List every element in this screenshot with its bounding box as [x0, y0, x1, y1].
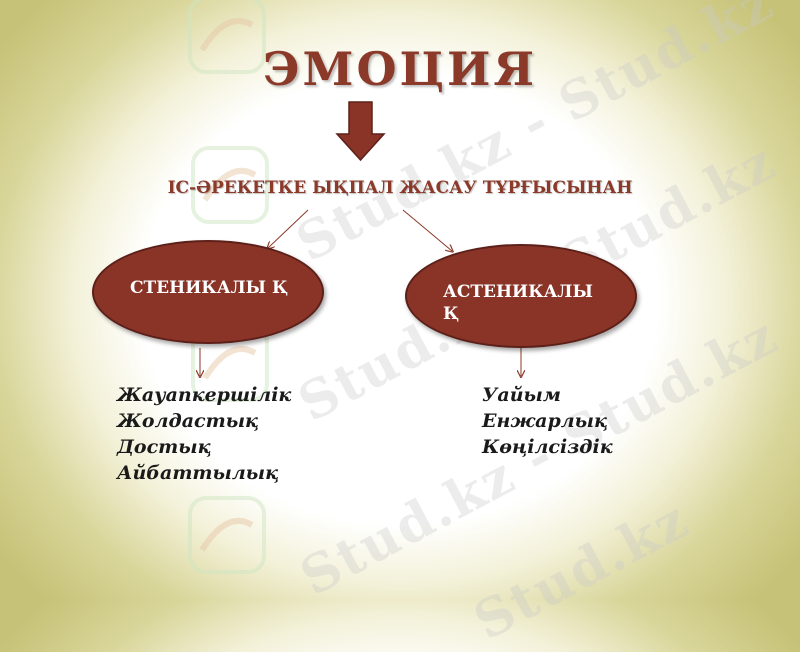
list-item: Енжарлық [482, 410, 608, 432]
asthenic-label: АСТЕНИКАЛЫ Қ [443, 282, 593, 324]
page-title: ЭМОЦИЯ [262, 42, 538, 96]
list-item: Айбаттылық [117, 462, 279, 484]
list-item: Жолдастық [117, 410, 259, 432]
arrow-to-left-oval [268, 209, 309, 248]
arrow-to-right-oval [402, 209, 452, 251]
connector-lines [0, 101, 800, 600]
list-item: Жауапкершілік [117, 384, 292, 406]
asthenic-emotions-list: Уайым Енжарлық Көңілсіздік [482, 382, 613, 460]
sthenic-emotions-list: Жауапкершілік Жолдастық Достық Айбаттылы… [117, 382, 291, 486]
list-item: Көңілсіздік [482, 436, 613, 458]
big-down-arrow-icon [335, 101, 386, 162]
watermark-logo-icon [188, 0, 266, 74]
asthenic-oval [405, 244, 637, 348]
watermark-logo-icon [191, 146, 269, 224]
list-item: Достық [117, 436, 211, 458]
sthenic-oval [92, 240, 324, 344]
list-item: Уайым [482, 384, 561, 406]
sthenic-label: СТЕНИКАЛЫ Қ [130, 278, 289, 298]
watermark-logo-icon [188, 496, 266, 574]
subtitle: ІС-ӘРЕКЕТКЕ ЫҚПАЛ ЖАСАУ ТҰРҒЫСЫНАН [167, 178, 633, 198]
